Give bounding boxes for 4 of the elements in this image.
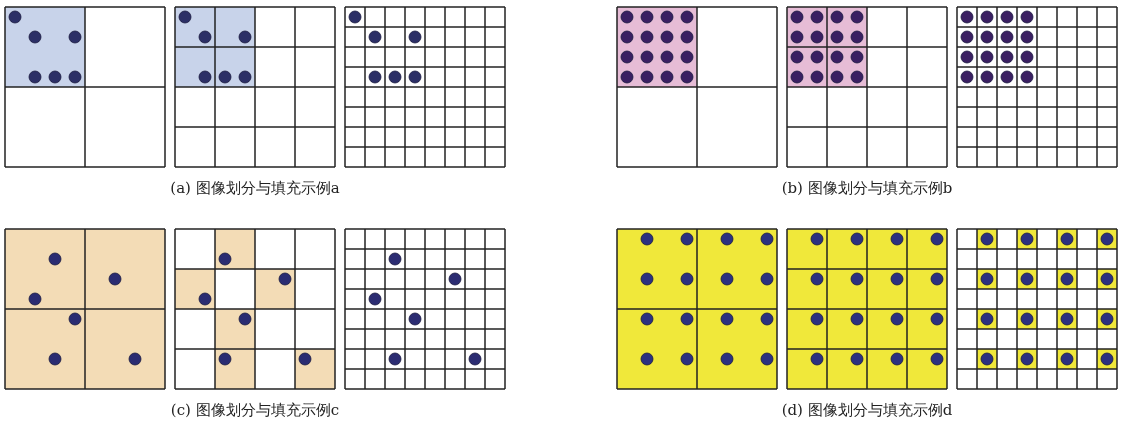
figure-caption: (d) 图像划分与填充示例d	[781, 401, 953, 420]
figure-caption: (b) 图像划分与填充示例b	[781, 179, 953, 198]
figure-caption: (c) 图像划分与填充示例c	[170, 401, 340, 420]
figure-caption: (a) 图像划分与填充示例a	[170, 179, 340, 198]
